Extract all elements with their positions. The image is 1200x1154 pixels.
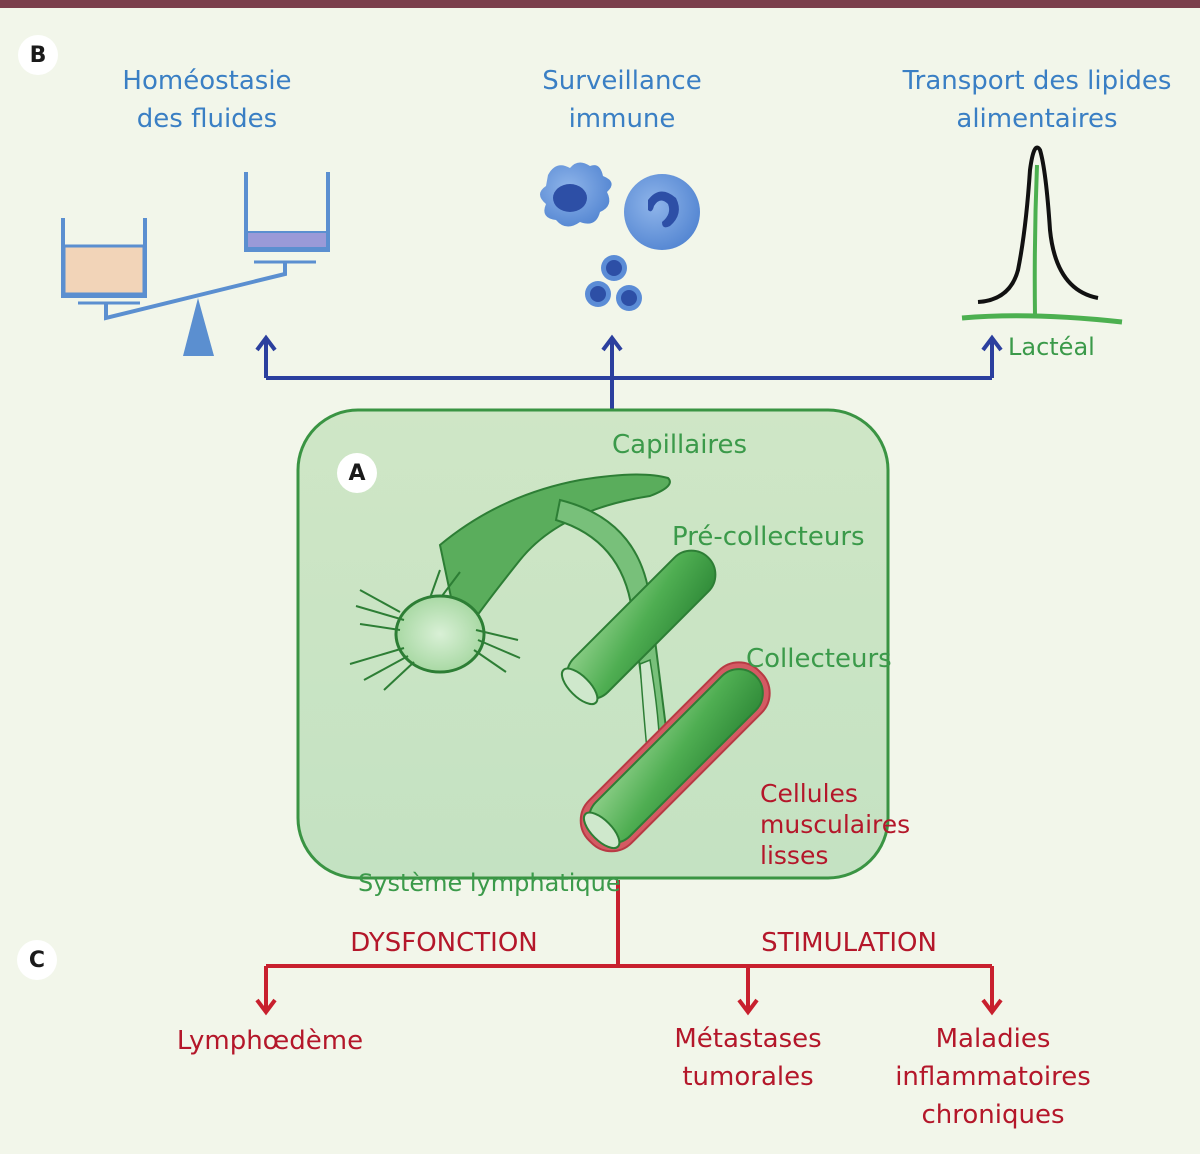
precollector-tube — [560, 549, 717, 706]
inflammatory-line2: inflammatoires — [895, 1062, 1091, 1092]
inflammatory-line3: chroniques — [921, 1100, 1065, 1130]
immune-surveillance-line2: immune — [568, 104, 676, 134]
smooth-muscle-line3: lisses — [760, 841, 829, 870]
dysfunction-label: DYSFONCTION — [350, 928, 538, 958]
lipid-transport-label: Transport des lipides alimentaires — [903, 62, 1172, 138]
inflammatory-label: Maladies inflammatoires chroniques — [895, 1020, 1091, 1134]
inflammatory-line1: Maladies — [935, 1024, 1051, 1054]
collectors-label: Collecteurs — [746, 644, 892, 674]
capillaries-label: Capillaires — [612, 430, 748, 460]
balance-scale-icon — [61, 172, 330, 356]
stimulation-label: STIMULATION — [761, 928, 937, 958]
smooth-muscle-line2: musculaires — [760, 810, 911, 839]
smooth-muscle-line1: Cellules — [760, 779, 858, 808]
top-bar — [0, 0, 1200, 8]
metastases-line1: Métastases — [674, 1024, 822, 1054]
lipid-peak-icon — [961, 145, 1123, 325]
metastases-line2: tumorales — [682, 1062, 814, 1092]
lymphedema-label: Lymphœdème — [176, 1026, 364, 1056]
lacteal-label: Lactéal — [1008, 333, 1095, 361]
metastases-label: Métastases tumorales — [674, 1020, 821, 1096]
lipid-transport-line1: Transport des lipides — [902, 66, 1172, 96]
panel-b-badge: B — [18, 35, 58, 75]
immune-cells-icon — [540, 162, 700, 311]
smooth-muscle-label: Cellules musculaires lisses — [760, 778, 910, 871]
lymphatic-system-title: Système lymphatique — [358, 869, 621, 897]
function-arrows — [255, 334, 1003, 410]
lipid-transport-line2: alimentaires — [956, 104, 1118, 134]
collector-tube — [579, 661, 771, 853]
fluid-homeostasis-line1: Homéostasie — [122, 66, 292, 96]
precollectors-label: Pré-collecteurs — [672, 522, 865, 552]
panel-a-badge: A — [337, 453, 377, 493]
panel-c-badge: C — [17, 940, 57, 980]
fluid-homeostasis-line2: des fluides — [136, 104, 278, 134]
pathology-arrows — [255, 880, 1003, 1016]
fluid-homeostasis-label: Homéostasie des fluides — [122, 62, 291, 138]
immune-surveillance-label: Surveillance immune — [542, 62, 701, 138]
immune-surveillance-line1: Surveillance — [542, 66, 702, 96]
